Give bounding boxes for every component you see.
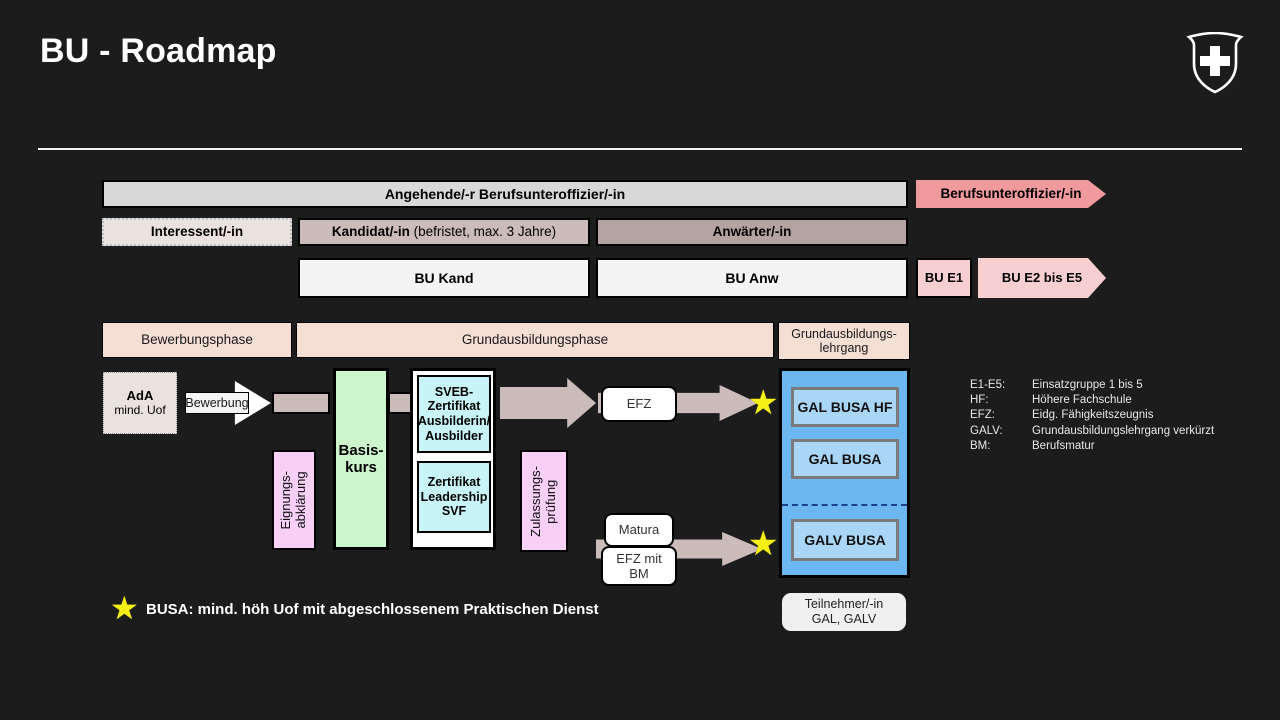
bu-box-kand: BU Kand <box>298 258 590 298</box>
basiskurs-line1: Basis- <box>338 441 384 459</box>
arrow-grundausbildung-icon <box>500 378 596 428</box>
legend-value: Grundausbildungslehrgang verkürzt <box>1032 424 1215 437</box>
node-efz: EFZ <box>601 386 677 422</box>
status-box-interessent: Interessent/-in <box>102 218 292 246</box>
status-box-kandidat: Kandidat/-in (befristet, max. 3 Jahre) <box>298 218 590 246</box>
legend-key: HF: <box>970 394 989 407</box>
phase-grundausbildungslehrgang: Grundausbildungs-lehrgang <box>778 322 910 360</box>
legend-row: GALV: Grundausbildungslehrgang verkürzt <box>970 424 1250 439</box>
legend-value: Eidg. Fähigkeitszeugnis <box>1032 409 1154 422</box>
yellow-star-icon: ★ <box>110 590 139 626</box>
node-gal-busa: GAL BUSA <box>791 439 899 479</box>
legend-value: Höhere Fachschule <box>1032 394 1132 407</box>
legend-value: Einsatzgruppe 1 bis 5 <box>1032 379 1143 391</box>
legend-row: HF: Höhere Fachschule <box>970 393 1250 408</box>
header-divider <box>38 148 1242 150</box>
legend-row: BM: Berufsmatur <box>970 439 1250 454</box>
node-ada: AdA mind. Uof <box>103 372 177 434</box>
basiskurs-line2: kurs <box>345 459 377 476</box>
panel-grundausbildungslehrgang: GAL BUSA HF GAL BUSA GALV BUSA <box>779 368 910 578</box>
legend: E1-E5: Einsatzgruppe 1 bis 5 HF: Höhere … <box>970 378 1250 454</box>
phase-bewerbungsphase: Bewerbungsphase <box>102 322 292 358</box>
node-eignungsabklaerung: Eignungs-abklärung <box>272 450 316 550</box>
node-zulassungspruefung: Zulassungs-prüfung <box>520 450 568 552</box>
panel-divider-dashed <box>782 504 907 506</box>
status-box-anwaerter: Anwärter/-in <box>596 218 908 246</box>
connector-bar-1 <box>272 392 330 414</box>
yellow-star-icon: ★ <box>748 525 779 563</box>
legend-key: GALV: <box>970 424 1003 437</box>
bu-box-anw: BU Anw <box>596 258 908 298</box>
legend-key: EFZ: <box>970 409 995 422</box>
ada-line2: mind. Uof <box>114 402 166 417</box>
yellow-star-icon: ★ <box>748 384 779 422</box>
node-gal-busa-hf: GAL BUSA HF <box>791 387 899 427</box>
footnote-text: BUSA: mind. höh Uof mit abgeschlossenem … <box>146 601 599 618</box>
zulassungspruefung-label: Zulassungs-prüfung <box>528 465 558 537</box>
eignungsabklaerung-label: Eignungs-abklärung <box>278 470 308 530</box>
arrow-bewerbung-label: Bewerbung <box>185 392 249 414</box>
kandidat-label-rest: (befristet, max. 3 Jahre) <box>409 224 557 240</box>
legend-row: EFZ: Eidg. Fähigkeitszeugnis <box>970 408 1250 423</box>
bu-box-e1: BU E1 <box>916 258 972 298</box>
status-chevron-berufsunteroffizier: Berufsunteroffizier/-in <box>916 180 1106 208</box>
legend-key: BM: <box>970 439 991 452</box>
legend-row: E1-E5: Einsatzgruppe 1 bis 5 <box>970 378 1250 393</box>
node-matura: Matura <box>604 513 674 547</box>
ada-line1: AdA <box>126 387 154 403</box>
kandidat-label-bold: Kandidat/-in <box>331 224 410 240</box>
legend-key: E1-E5: <box>970 379 1006 391</box>
legend-value: Berufsmatur <box>1032 439 1095 452</box>
node-basiskurs: Basis- kurs <box>333 368 389 550</box>
page-title: BU - Roadmap <box>40 32 277 70</box>
status-bar-angehende: Angehende/-r Berufsunteroffizier/-in <box>102 180 908 208</box>
node-galv-busa: GALV BUSA <box>791 519 899 561</box>
bu-chevron-e2-e5: BU E2 bis E5 <box>978 258 1106 298</box>
phase-grundausbildungsphase: Grundausbildungsphase <box>296 322 774 358</box>
swiss-shield-cross-icon <box>1186 31 1244 94</box>
